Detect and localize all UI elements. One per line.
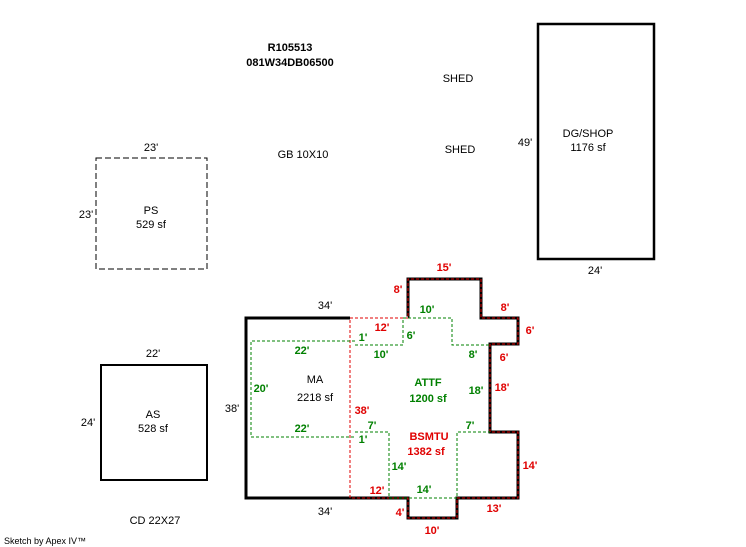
- gb-label: GB 10X10: [278, 149, 329, 161]
- dim-label: 23': [79, 209, 93, 221]
- area-name: DG/SHOP: [563, 128, 614, 140]
- dim-label: 10': [374, 349, 389, 361]
- dim-label: 24': [81, 417, 95, 429]
- bsmtu-outline: [349, 278, 519, 519]
- parcel-number: 081W34DB06500: [246, 57, 333, 69]
- record-id: R105513: [268, 42, 313, 54]
- dim-label: 15': [437, 262, 452, 274]
- shed-label: SHED: [443, 73, 474, 85]
- cd-label: CD 22X27: [130, 515, 181, 527]
- dim-label: 49': [518, 137, 532, 149]
- dim-label: 22': [295, 423, 310, 435]
- dim-label: 1': [359, 434, 368, 446]
- dim-label: 6': [407, 330, 416, 342]
- dim-label: 14': [392, 461, 407, 473]
- area-size: 529 sf: [136, 219, 167, 231]
- as-outline: [100, 364, 208, 481]
- dg-shop-outline: [536, 22, 656, 261]
- footer-credit: Sketch by Apex IV™: [4, 536, 86, 546]
- dim-label: 8': [501, 302, 510, 314]
- dim-label: 7': [466, 420, 475, 432]
- area-name: BSMTU: [409, 431, 448, 443]
- dim-label: 12': [370, 485, 385, 497]
- dim-label: 8': [469, 349, 478, 361]
- dim-label: 6': [526, 325, 535, 337]
- area-size: 1200 sf: [409, 393, 447, 405]
- dim-label: 38': [355, 405, 370, 417]
- dim-label: 12': [375, 322, 390, 334]
- area-name: ATTF: [414, 377, 442, 389]
- dim-label: 24': [588, 265, 602, 277]
- dim-label: 1': [359, 332, 368, 344]
- dim-label: 23': [144, 142, 158, 154]
- dim-label: 7': [368, 420, 377, 432]
- dim-label: 22': [146, 348, 160, 360]
- dim-label: 22': [295, 345, 310, 357]
- dim-label: 10': [420, 304, 435, 316]
- dim-label: 18': [495, 382, 510, 394]
- area-size: 2218 sf: [297, 392, 334, 404]
- dim-label: 34': [318, 506, 332, 518]
- dim-label: 18': [469, 385, 484, 397]
- dim-label: 8': [394, 284, 403, 296]
- dim-label: 38': [225, 403, 239, 415]
- main-outline: [244, 277, 520, 520]
- attf-outline: [355, 317, 490, 346]
- dim-label: 13': [487, 503, 502, 515]
- shed-label: SHED: [445, 144, 476, 156]
- area-size: 1176 sf: [570, 142, 606, 154]
- dim-label: 20': [254, 383, 269, 395]
- dim-label: 34': [318, 300, 332, 312]
- area-name: AS: [146, 409, 161, 421]
- dim-label: 6': [500, 352, 509, 364]
- dim-label: 14': [417, 484, 432, 496]
- area-name: MA: [307, 374, 324, 386]
- area-size: 528 sf: [138, 423, 169, 435]
- ps-outline: [95, 157, 208, 270]
- ma-inner-outline: [250, 340, 355, 438]
- dim-label: 4': [396, 507, 405, 519]
- dim-label: 10': [425, 525, 440, 537]
- dim-label: 14': [523, 460, 538, 472]
- area-size: 1382 sf: [407, 446, 445, 458]
- area-name: PS: [144, 205, 159, 217]
